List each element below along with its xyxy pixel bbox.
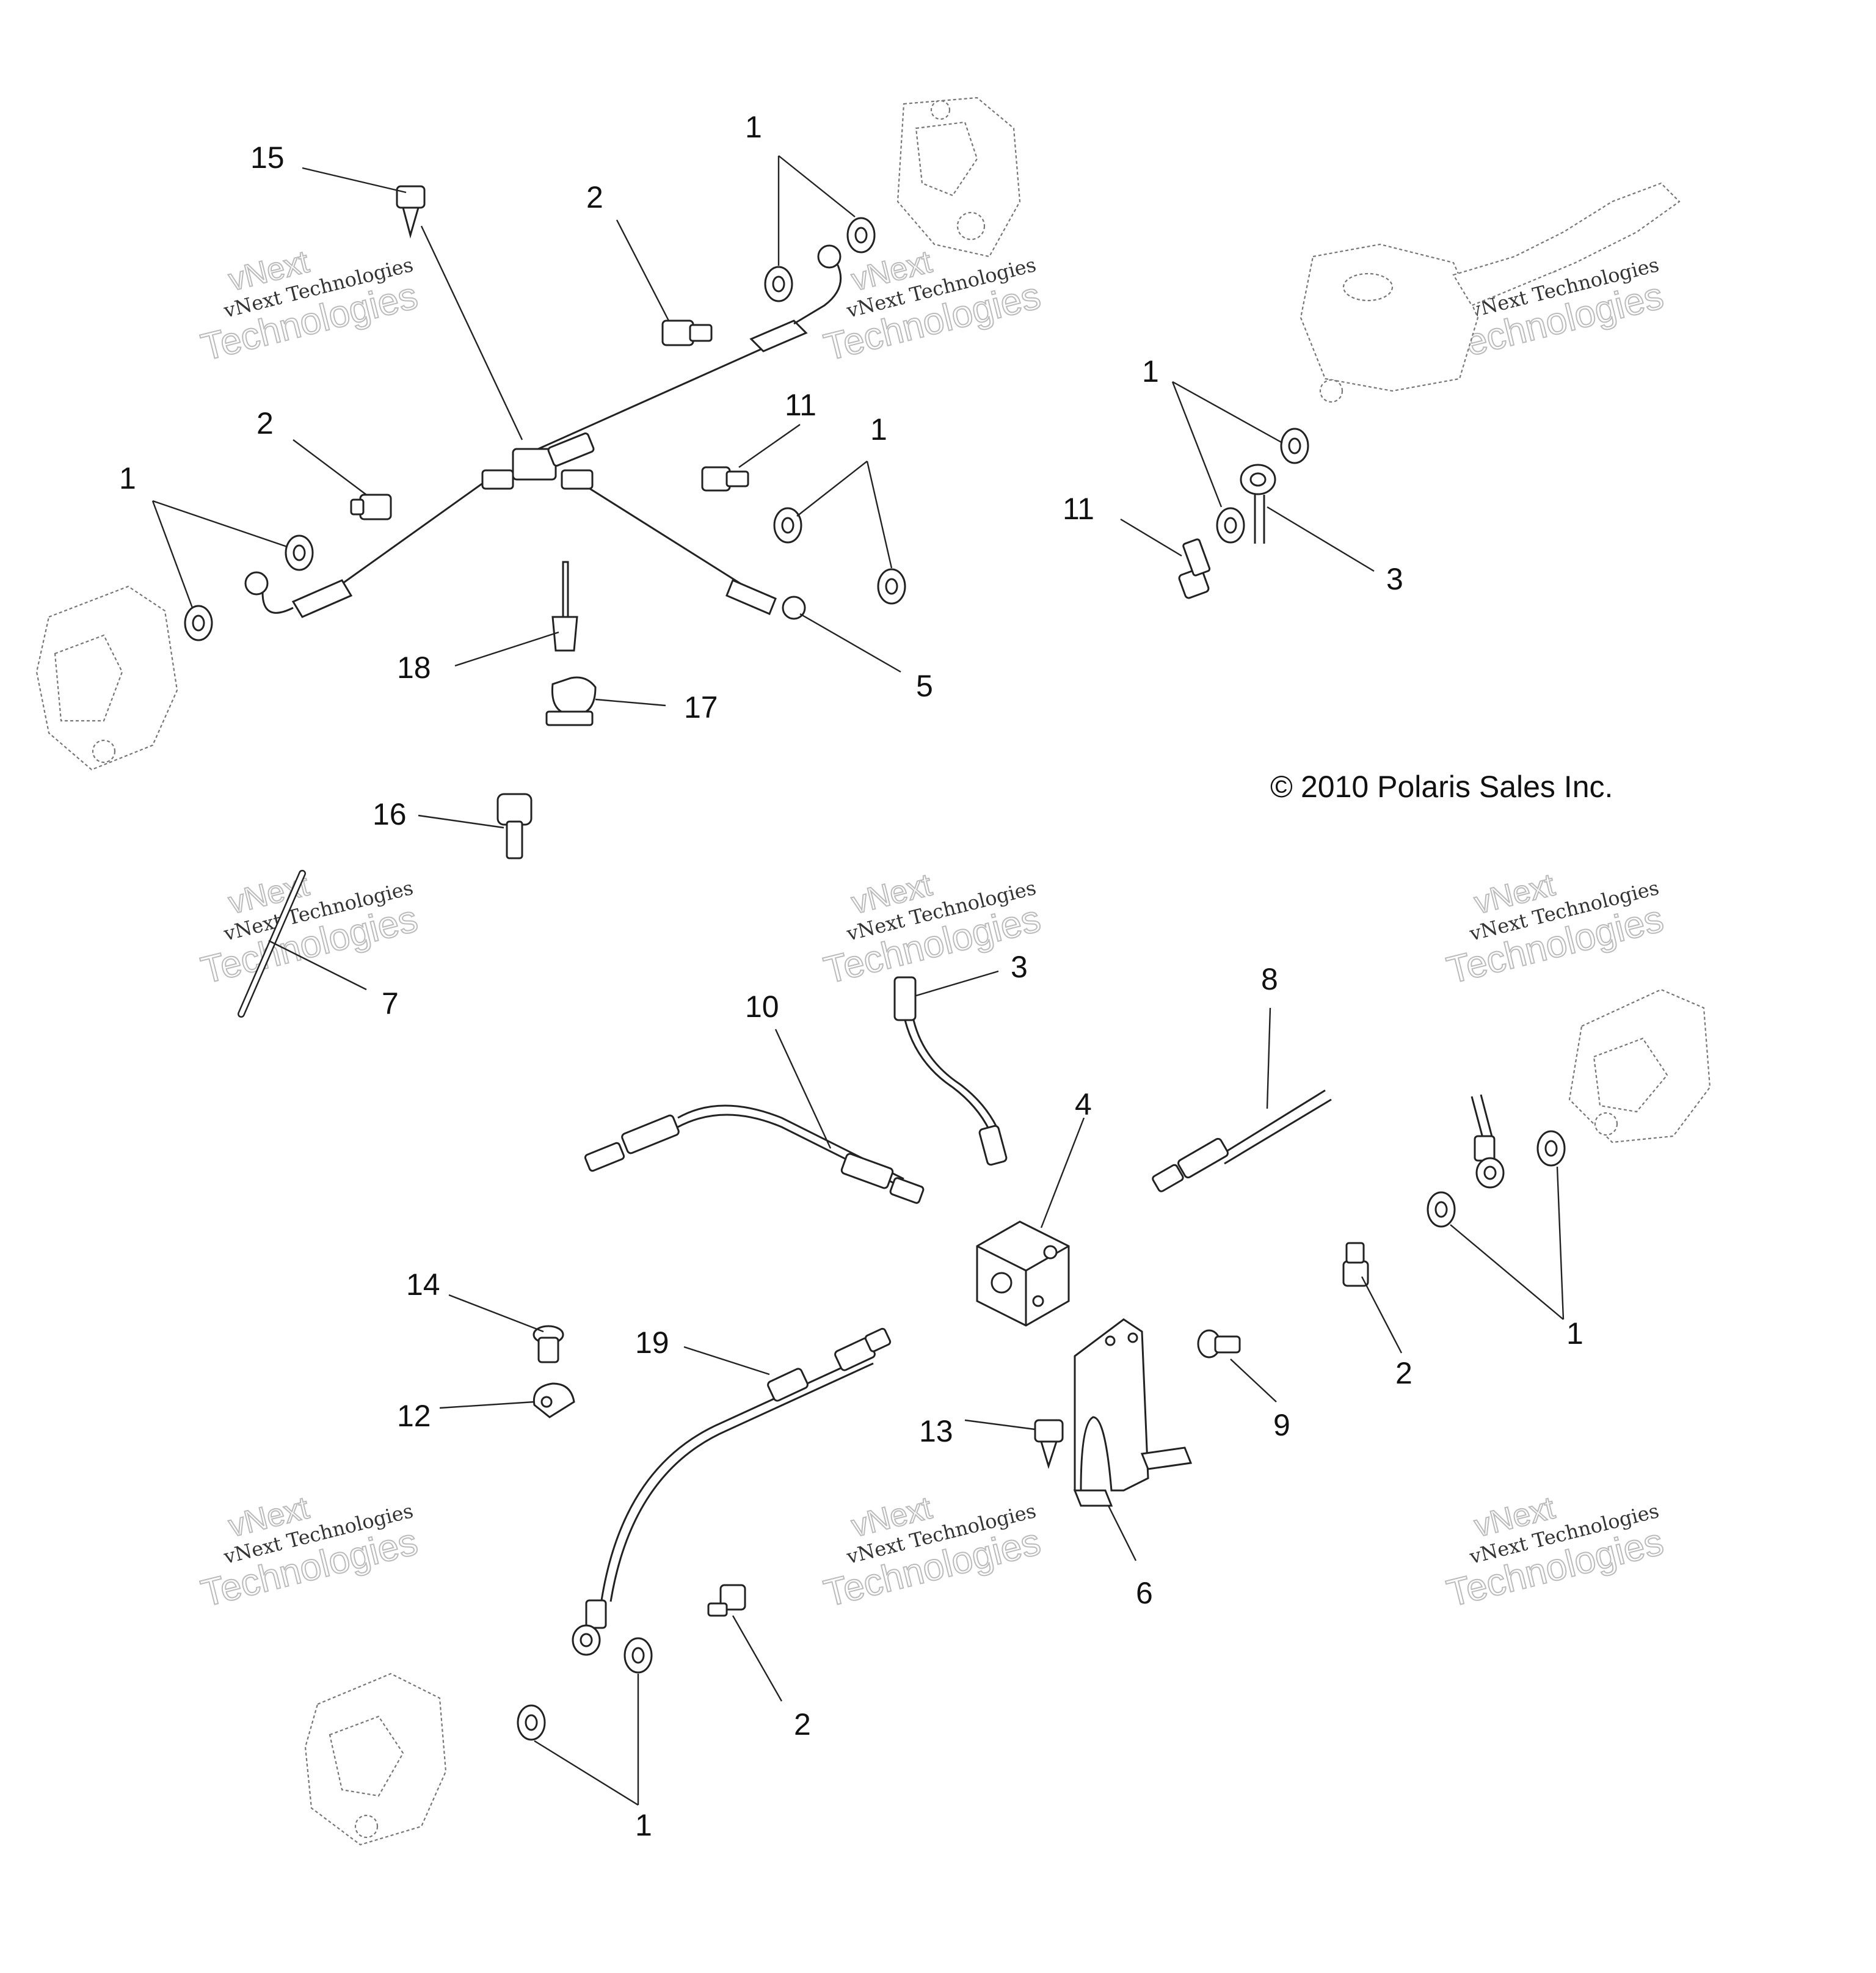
callout-7: 7 bbox=[382, 986, 399, 1021]
callout-2: 2 bbox=[256, 406, 274, 440]
watermark-bottom-right: vNext vNext Technologies Technologies bbox=[1442, 1489, 1668, 1615]
callout-19: 19 bbox=[635, 1326, 669, 1360]
hose-7 bbox=[238, 870, 306, 1018]
callout-16: 16 bbox=[373, 797, 407, 831]
copyright-text: 2010 Polaris Sales Inc. bbox=[1301, 770, 1613, 804]
washer-1-right-b bbox=[1427, 1191, 1456, 1228]
washer-1-bottom-a bbox=[624, 1637, 653, 1674]
caliper-ghost-bottom-left bbox=[304, 1672, 447, 1846]
caliper-ghost-top-center bbox=[896, 97, 1021, 258]
callout-5: 5 bbox=[916, 669, 933, 703]
banjo-bolt-2-left bbox=[350, 494, 392, 520]
master-cylinder-line bbox=[1240, 464, 1276, 544]
bracket-6 bbox=[1073, 1318, 1193, 1507]
banjo-bolt-2-top bbox=[661, 319, 713, 346]
leader-lines bbox=[151, 155, 1565, 1806]
callout-17: 17 bbox=[684, 690, 718, 724]
callouts: 15 2 1 2 1 11 1 18 17 5 1 11 3 16 7 10 3… bbox=[119, 110, 1583, 1842]
callout-8: 8 bbox=[1261, 962, 1278, 996]
callout-3: 3 bbox=[1011, 950, 1028, 984]
washer-1-left-b bbox=[184, 605, 213, 641]
clamp-12 bbox=[533, 1382, 575, 1418]
bolt-9 bbox=[1197, 1329, 1241, 1358]
watermark-bottom-left: vNext vNext Technologies Technologies bbox=[197, 1489, 423, 1615]
washer-1-top-b bbox=[846, 217, 876, 253]
callout-14: 14 bbox=[406, 1267, 440, 1302]
washer-1-bottom-b bbox=[517, 1704, 546, 1741]
washer-1-right-a bbox=[1536, 1130, 1566, 1167]
callout-12: 12 bbox=[397, 1399, 431, 1433]
callout-18: 18 bbox=[397, 651, 431, 685]
banjo-bolt-2-right bbox=[1342, 1242, 1369, 1287]
watermark-mid-left: vNext vNext Technologies Technologies bbox=[197, 866, 423, 992]
caliper-hose-right bbox=[1471, 1094, 1505, 1189]
copyright-notice: © 2010 Polaris Sales Inc. bbox=[1270, 770, 1613, 804]
hose-8 bbox=[1152, 1089, 1332, 1192]
callout-3: 3 bbox=[1386, 562, 1403, 596]
callout-9: 9 bbox=[1273, 1408, 1290, 1442]
clip-16 bbox=[496, 793, 533, 859]
junction-block-4 bbox=[976, 1220, 1070, 1327]
copyright-symbol: © bbox=[1270, 770, 1293, 804]
washer-1-mid-a bbox=[773, 507, 802, 544]
callout-4: 4 bbox=[1075, 1087, 1092, 1121]
callout-13: 13 bbox=[919, 1414, 953, 1448]
brake-line-3 bbox=[893, 976, 1008, 1166]
callout-2: 2 bbox=[794, 1707, 811, 1741]
watermark-bottom-center: vNext vNext Technologies Technologies bbox=[820, 1489, 1045, 1615]
washer-1-left-a bbox=[285, 534, 314, 571]
bolt-14 bbox=[533, 1325, 564, 1363]
brake-line-tee-assembly bbox=[244, 244, 842, 620]
caliper-ghost-left bbox=[35, 585, 178, 771]
callout-1: 1 bbox=[1142, 354, 1159, 388]
callout-10: 10 bbox=[745, 990, 779, 1024]
hose-19 bbox=[572, 1327, 892, 1656]
washer-1-mid-b bbox=[877, 568, 906, 605]
washer-1-mc-a bbox=[1280, 428, 1309, 464]
callout-2: 2 bbox=[586, 180, 603, 214]
banjo-bolt-11-top bbox=[701, 466, 749, 492]
caliper-ghost-right bbox=[1568, 988, 1711, 1143]
bolt-15 bbox=[396, 185, 426, 239]
watermark-top-left: vNext vNext Technologies Technologies bbox=[197, 243, 423, 369]
banjo-bolt-11-mc bbox=[1178, 538, 1211, 599]
bolt-13 bbox=[1034, 1419, 1064, 1470]
callout-1: 1 bbox=[745, 110, 762, 144]
watermark-mid-right: vNext vNext Technologies Technologies bbox=[1442, 866, 1668, 992]
callout-2: 2 bbox=[1395, 1356, 1412, 1390]
callout-1: 1 bbox=[635, 1808, 652, 1842]
callout-6: 6 bbox=[1136, 1576, 1153, 1610]
master-cylinder-ghost bbox=[1300, 182, 1681, 403]
washer-1-top-a bbox=[764, 266, 793, 302]
callout-1: 1 bbox=[870, 412, 887, 447]
callout-11: 11 bbox=[785, 388, 816, 422]
callout-11: 11 bbox=[1063, 492, 1094, 526]
clamp-17 bbox=[545, 676, 597, 726]
callout-15: 15 bbox=[250, 140, 285, 175]
rivet-18 bbox=[551, 561, 578, 652]
banjo-bolt-2-bottom bbox=[707, 1584, 746, 1617]
callout-1: 1 bbox=[119, 461, 136, 495]
washer-1-mc-b bbox=[1216, 507, 1245, 544]
callout-1: 1 bbox=[1566, 1316, 1583, 1351]
hose-10 bbox=[584, 1104, 925, 1204]
watermark-top-center: vNext vNext Technologies Technologies bbox=[820, 243, 1045, 369]
